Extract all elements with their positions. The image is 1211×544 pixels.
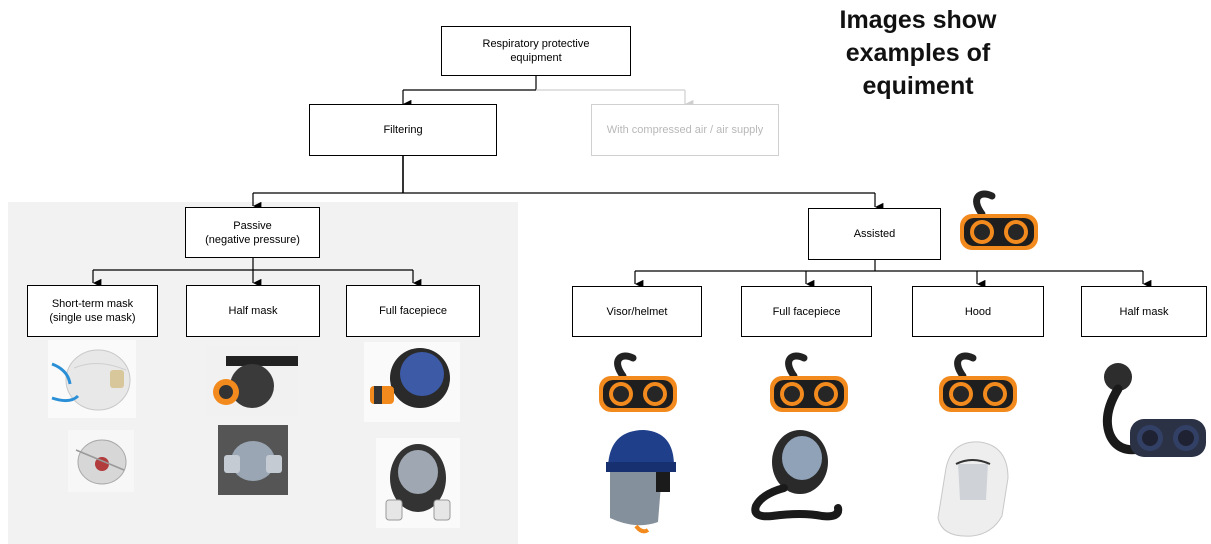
node-label: Visor/helmet — [606, 305, 668, 318]
node-label: Assisted — [853, 228, 896, 240]
powered-blower-unit-image — [593, 350, 683, 418]
node-label: Full facepiece — [379, 305, 447, 317]
disposable-mask-white-image — [48, 340, 136, 418]
node-passive-full-facepiece: Full facepiece — [346, 285, 480, 337]
node-assisted: Assisted — [808, 208, 941, 260]
node-compressed-air: With compressed air / air supply — [591, 104, 779, 156]
node-assisted-full-facepiece: Full facepiece — [741, 286, 872, 337]
powered-half-mask-with-hose-image — [1084, 355, 1210, 473]
node-label-line: Respiratory protective — [482, 38, 590, 50]
half-mask-grey-image — [218, 425, 288, 495]
node-label-line: Short-term mask — [51, 298, 134, 310]
node-label: Full facepiece — [772, 305, 841, 318]
powered-blower-unit-image — [764, 350, 854, 418]
full-face-mask-grey-image — [376, 438, 460, 528]
node-filtering: Filtering — [309, 104, 497, 156]
node-short-term-mask: Short-term mask (single use mask) — [27, 285, 158, 337]
node-label: Hood — [964, 305, 992, 318]
powered-hood-white-image — [932, 438, 1016, 542]
node-passive-half-mask: Half mask — [186, 285, 320, 337]
node-assisted-half-mask: Half mask — [1081, 286, 1207, 337]
heading-line-3: equiment — [862, 72, 974, 100]
powered-blower-unit-image — [952, 188, 1042, 256]
node-hood: Hood — [912, 286, 1044, 337]
node-passive: Passive (negative pressure) — [185, 207, 320, 258]
node-label-line: equipment — [510, 52, 562, 64]
node-label-line: (negative pressure) — [205, 233, 300, 246]
powered-full-face-mask-with-hose-image — [742, 424, 848, 524]
powered-blower-unit-image — [933, 350, 1023, 418]
full-face-mask-blue-image — [364, 342, 460, 422]
node-label-line: Passive — [233, 219, 272, 232]
heading-line-2: examples of — [845, 39, 991, 67]
half-mask-with-filters-image — [206, 346, 298, 416]
powered-visor-helmet-image — [596, 426, 682, 538]
node-respiratory-protective-equipment: Respiratory protective equipment — [441, 26, 631, 76]
diagram-heading: Images show examples of equiment — [808, 4, 1028, 103]
node-label: Filtering — [383, 124, 423, 136]
node-visor-helmet: Visor/helmet — [572, 286, 702, 337]
node-label: With compressed air / air supply — [606, 124, 764, 136]
disposable-mask-grey-image — [68, 430, 134, 492]
node-label-line: (single use mask) — [49, 312, 136, 324]
node-label: Half mask — [228, 305, 278, 317]
heading-line-1: Images show — [839, 6, 997, 34]
node-label: Half mask — [1119, 305, 1169, 318]
